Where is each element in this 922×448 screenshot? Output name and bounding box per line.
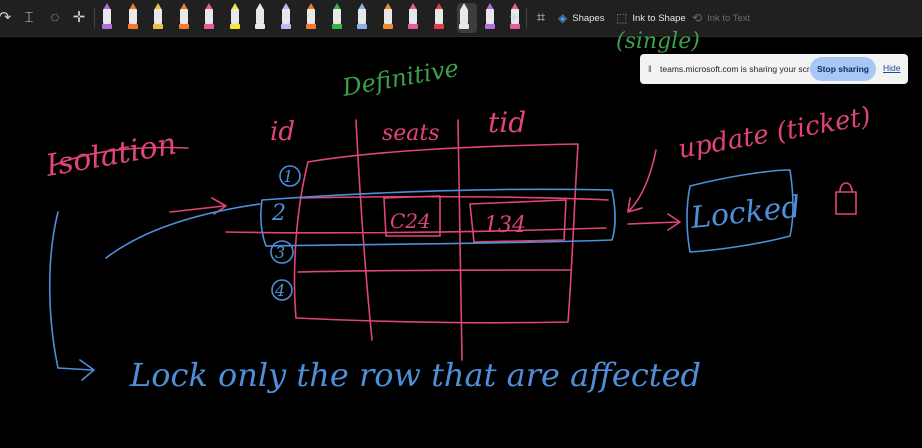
- add-pen-icon[interactable]: +: [509, 8, 519, 26]
- row-id-circle-stroke: [270, 240, 294, 264]
- update-ticket-note: update (ticket): [676, 102, 873, 165]
- redo-icon[interactable]: ↷: [0, 9, 12, 26]
- pen-1-icon[interactable]: [100, 3, 114, 33]
- row-to-locked-arrow-stroke: [627, 213, 681, 231]
- row-id-1: 1: [283, 167, 293, 186]
- ink-to-shape-button[interactable]: ⬚ Ink to Shape: [616, 8, 686, 28]
- shapes-label: Shapes: [572, 12, 605, 24]
- pen-4-icon[interactable]: [177, 3, 191, 33]
- pen-11-icon[interactable]: [355, 3, 369, 33]
- hide-link[interactable]: Hide: [883, 63, 901, 73]
- tid-cell-value: 134: [484, 213, 526, 238]
- table-column-divider-stroke: [457, 119, 463, 361]
- lasso-select-icon[interactable]: ◌: [50, 8, 60, 26]
- shapes-icon: ◈: [558, 11, 568, 25]
- stop-sharing-button[interactable]: Stop sharing: [810, 57, 876, 81]
- row-id-circle-stroke: [271, 279, 293, 301]
- table-row-divider-stroke: [225, 227, 607, 234]
- pen-5-icon[interactable]: [202, 3, 216, 33]
- pen-13-icon[interactable]: [406, 3, 420, 33]
- bottom-note: Lock only the row that are affected: [129, 356, 701, 394]
- row-id-2: 2: [271, 201, 286, 226]
- pen-7-icon[interactable]: [253, 3, 267, 33]
- pen-9-icon[interactable]: [304, 3, 318, 33]
- table-row-divider-stroke: [297, 269, 571, 273]
- blue-pointer-stroke: [105, 203, 261, 259]
- table-outline-stroke: [293, 143, 579, 324]
- pen-12-icon[interactable]: [381, 3, 395, 33]
- definitive-heading: Definitive: [339, 54, 461, 102]
- ink-to-text-button[interactable]: ⟲ Ink to Text: [692, 8, 750, 28]
- single-note: (single): [616, 29, 700, 54]
- select-cursor-icon[interactable]: ⌶: [24, 8, 34, 26]
- ink-to-shape-label: Ink to Shape: [632, 12, 686, 24]
- column-header-seats: seats: [382, 121, 440, 146]
- tid-cell-box-stroke: [469, 199, 567, 243]
- update-arrow-stroke: [627, 149, 657, 213]
- column-header-id: id: [270, 117, 295, 147]
- pen-3-icon[interactable]: [151, 3, 165, 33]
- locked-box-stroke: [686, 169, 794, 253]
- bracket-arrow-stroke: [48, 211, 95, 381]
- pen-17-icon[interactable]: [508, 3, 522, 33]
- column-header-tid: tid: [488, 106, 526, 139]
- toolbar-divider: [526, 8, 527, 28]
- pen-2-icon[interactable]: [126, 3, 140, 33]
- ink-to-text-icon: ⟲: [692, 11, 703, 25]
- isolation-heading: Isolation: [42, 127, 179, 185]
- sharing-message: teams.microsoft.com is sharing your scre…: [660, 64, 827, 74]
- inking-toolbar: ↷ ⌶ ◌ ✛ + ⌗ ◈ Shapes ⬚ Ink to Shape ⟲ In…: [0, 0, 922, 37]
- padlock-icon: [835, 182, 857, 215]
- screen-share-notification: ‖ teams.microsoft.com is sharing your sc…: [640, 54, 908, 84]
- pen-10-icon[interactable]: [330, 3, 344, 33]
- row-id-3: 3: [275, 243, 285, 262]
- pen-8-icon[interactable]: [279, 3, 293, 33]
- drag-handle-icon[interactable]: ‖: [648, 64, 652, 74]
- pen-15-icon[interactable]: [457, 3, 477, 33]
- toolbar-divider: [94, 8, 95, 28]
- row-id-circle-stroke: [279, 165, 301, 187]
- shapes-button[interactable]: ◈ Shapes: [558, 8, 604, 28]
- pen-14-icon[interactable]: [432, 3, 446, 33]
- add-space-icon[interactable]: ✛: [72, 9, 86, 26]
- table-column-divider-stroke: [355, 119, 373, 341]
- row-id-4: 4: [274, 281, 285, 300]
- row-highlight-stroke: [260, 188, 616, 247]
- table-row-divider-stroke: [299, 195, 609, 201]
- seat-cell-value: C24: [390, 209, 431, 233]
- isolation-underline-stroke: [51, 146, 189, 167]
- pen-6-icon[interactable]: [228, 3, 242, 33]
- ruler-icon[interactable]: ⌗: [536, 8, 546, 26]
- seat-cell-box-stroke: [383, 195, 441, 237]
- pen-16-icon[interactable]: [483, 3, 497, 33]
- locked-label: Locked: [688, 190, 802, 236]
- ink-to-shape-icon: ⬚: [616, 11, 628, 25]
- ink-to-text-label: Ink to Text: [707, 12, 751, 24]
